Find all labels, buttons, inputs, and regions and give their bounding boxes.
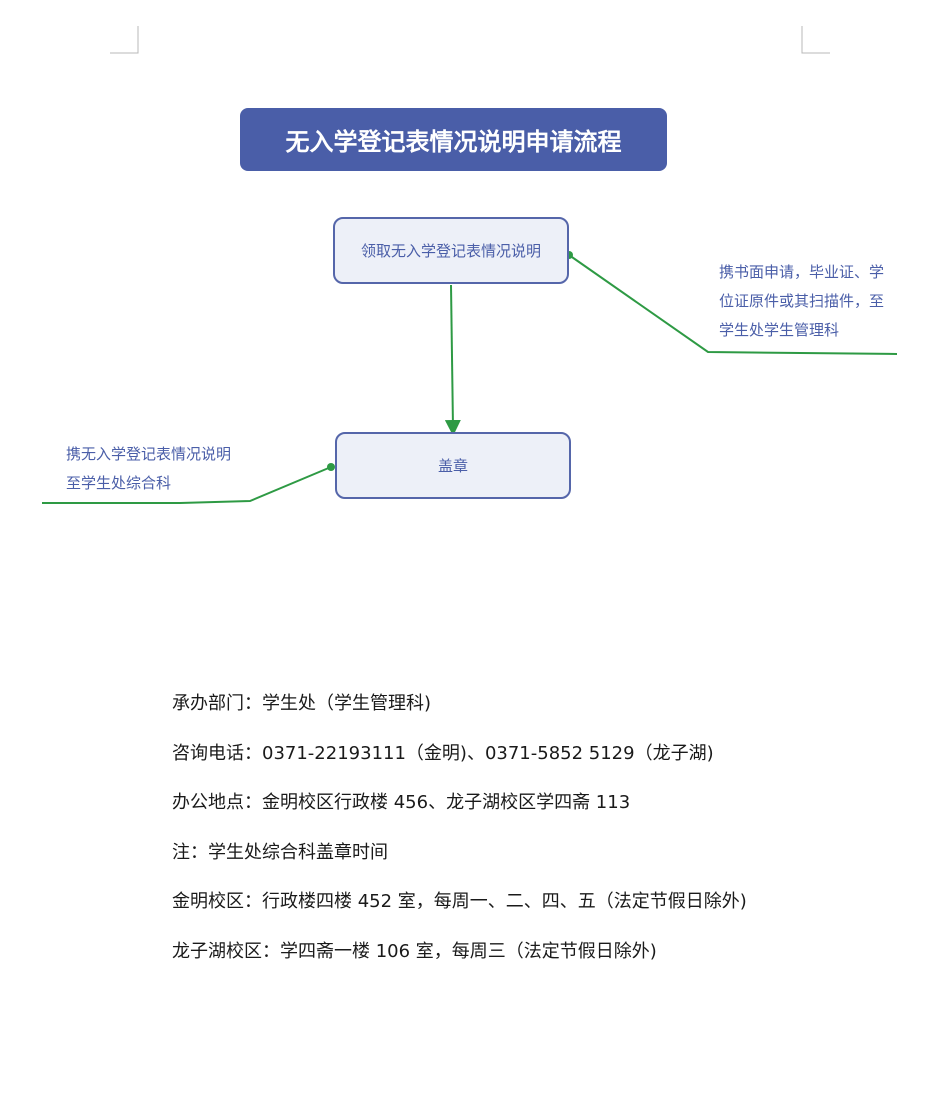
info-office-location: 办公地点：金明校区行政楼 456、龙子湖校区学四斋 113	[172, 792, 631, 813]
annotation-line: 至学生处综合科	[66, 474, 172, 492]
annotation-right: 携书面申请，毕业证、学 位证原件或其扫描件，至 学生处学生管理科	[719, 258, 914, 345]
leader-line-left	[42, 466, 332, 504]
step-node-collect-statement: 领取无入学登记表情况说明	[333, 217, 569, 284]
info-note: 注：学生处综合科盖章时间	[172, 841, 388, 863]
arrow-step1-to-step2	[444, 284, 461, 436]
page-corner-mark-left	[110, 26, 139, 54]
info-phone: 咨询电话：0371-22193111（金明)、0371-5852 5129（龙子…	[172, 742, 714, 764]
info-longzihu-hours: 龙子湖校区：学四斋一楼 106 室，每周三（法定节假日除外)	[172, 940, 657, 962]
page-corner-mark-right	[801, 26, 830, 54]
annotation-line: 学生处学生管理科	[719, 321, 840, 339]
annotation-left: 携无入学登记表情况说明 至学生处综合科	[66, 440, 266, 498]
leader-line-right	[568, 254, 898, 355]
annotation-line: 位证原件或其扫描件，至	[719, 292, 885, 310]
step-node-stamp: 盖章	[335, 432, 571, 499]
info-department: 承办部门：学生处（学生管理科)	[172, 693, 432, 714]
info-jinming-hours: 金明校区：行政楼四楼 452 室，每周一、二、四、五（法定节假日除外)	[172, 891, 747, 912]
annotation-line: 携书面申请，毕业证、学	[719, 263, 885, 281]
annotation-line: 携无入学登记表情况说明	[66, 445, 232, 463]
contact-info-block: 承办部门：学生处（学生管理科) 咨询电话：0371-22193111（金明)、0…	[172, 688, 747, 985]
leader-dot-left	[327, 463, 335, 471]
flowchart-title: 无入学登记表情况说明申请流程	[240, 108, 667, 171]
